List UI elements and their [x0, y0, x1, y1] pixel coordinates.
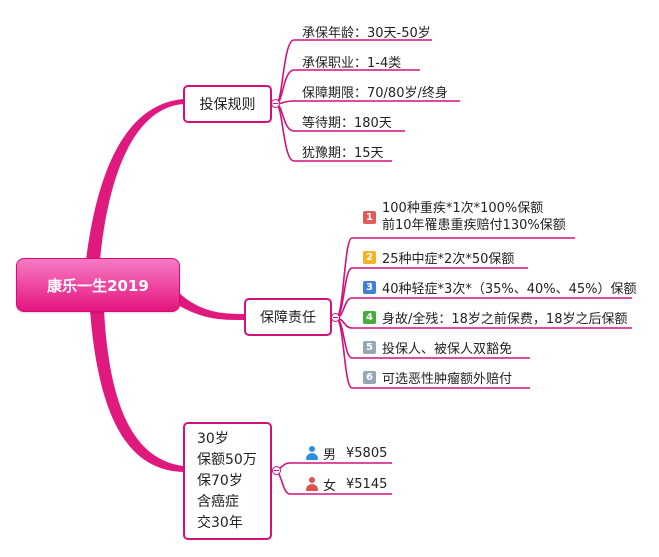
- coverage-item-text: 投保人、被保人双豁免: [382, 341, 513, 357]
- rules-item-text: 承保年龄：30天-50岁: [302, 25, 431, 41]
- topic-coverage-label: 保障责任: [260, 310, 316, 326]
- coverage-item-text: 100种重疾*1次*100%保额: [382, 201, 544, 216]
- collapse-icon[interactable]: [271, 99, 280, 108]
- topic-rules-label: 投保规则: [199, 97, 256, 113]
- example-line: 含癌症: [197, 493, 239, 510]
- coverage-item[interactable]: 6 可选恶性肿瘤额外赔付: [363, 368, 513, 387]
- collapse-icon[interactable]: [272, 466, 281, 475]
- gender-label: 女: [323, 478, 337, 494]
- number-3-icon: 3: [363, 280, 376, 294]
- connector-root-example: [90, 310, 183, 472]
- price-item-female[interactable]: 女 ¥5145: [305, 475, 388, 494]
- example-line: 保70岁: [197, 472, 243, 489]
- connector-root-rules: [86, 99, 183, 260]
- coverage-item-text: 40种轻症*3次*（35%、40%、45%）保额: [382, 281, 637, 297]
- number-2-icon: 2: [363, 250, 376, 264]
- coverage-item[interactable]: 5 投保人、被保人双豁免: [363, 338, 513, 357]
- coverage-item-text: 身故/全残：18岁之前保费，18岁之后保额: [382, 311, 628, 327]
- topic-coverage[interactable]: 保障责任: [244, 298, 332, 336]
- female-user-icon: [305, 477, 319, 491]
- coverage-item[interactable]: 1 100种重疾*1次*100%保额 前10年罹患重疾赔付130%保额: [363, 200, 566, 234]
- coverage-item-text: 前10年罹患重疾赔付130%保额: [382, 218, 566, 233]
- price-value: ¥5145: [346, 476, 388, 492]
- coverage-item[interactable]: 3 40种轻症*3次*（35%、40%、45%）保额: [363, 278, 637, 297]
- number-5-icon: 5: [363, 340, 376, 354]
- coverage-item[interactable]: 4 身故/全残：18岁之前保费，18岁之后保额: [363, 308, 628, 327]
- coverage-item[interactable]: 2 25种中症*2次*50保额: [363, 248, 515, 267]
- collapse-icon[interactable]: [331, 313, 340, 322]
- connector-root-coverage: [170, 292, 244, 320]
- rules-item[interactable]: 等待期：180天: [302, 112, 392, 131]
- rules-item-text: 等待期：180天: [302, 115, 392, 131]
- rules-item[interactable]: 犹豫期：15天: [302, 142, 384, 161]
- topic-rules[interactable]: 投保规则: [183, 85, 272, 123]
- number-4-icon: 4: [363, 310, 376, 324]
- rules-item[interactable]: 承保职业：1-4类: [302, 52, 402, 71]
- male-user-icon: [305, 446, 319, 460]
- rules-item[interactable]: 保障期限：70/80岁/终身: [302, 82, 448, 101]
- price-value: ¥5805: [346, 445, 388, 461]
- number-6-icon: 6: [363, 370, 376, 384]
- price-item-male[interactable]: 男 ¥5805: [305, 444, 388, 463]
- rules-item-text: 犹豫期：15天: [302, 145, 384, 161]
- example-line: 交30年: [197, 514, 243, 531]
- root-title: 康乐一生2019: [47, 276, 149, 295]
- example-line: 30岁: [197, 430, 229, 447]
- coverage-item-text: 可选恶性肿瘤额外赔付: [382, 371, 513, 387]
- number-1-icon: 1: [363, 210, 376, 224]
- example-line: 保额50万: [197, 451, 257, 468]
- coverage-item-text: 25种中症*2次*50保额: [382, 251, 515, 267]
- root-topic[interactable]: 康乐一生2019: [16, 258, 180, 312]
- rules-item-text: 承保职业：1-4类: [302, 55, 402, 71]
- topic-example[interactable]: 30岁 保额50万 保70岁 含癌症 交30年: [183, 422, 272, 540]
- gender-label: 男: [323, 447, 337, 463]
- rules-item[interactable]: 承保年龄：30天-50岁: [302, 22, 431, 41]
- rules-item-text: 保障期限：70/80岁/终身: [302, 85, 448, 101]
